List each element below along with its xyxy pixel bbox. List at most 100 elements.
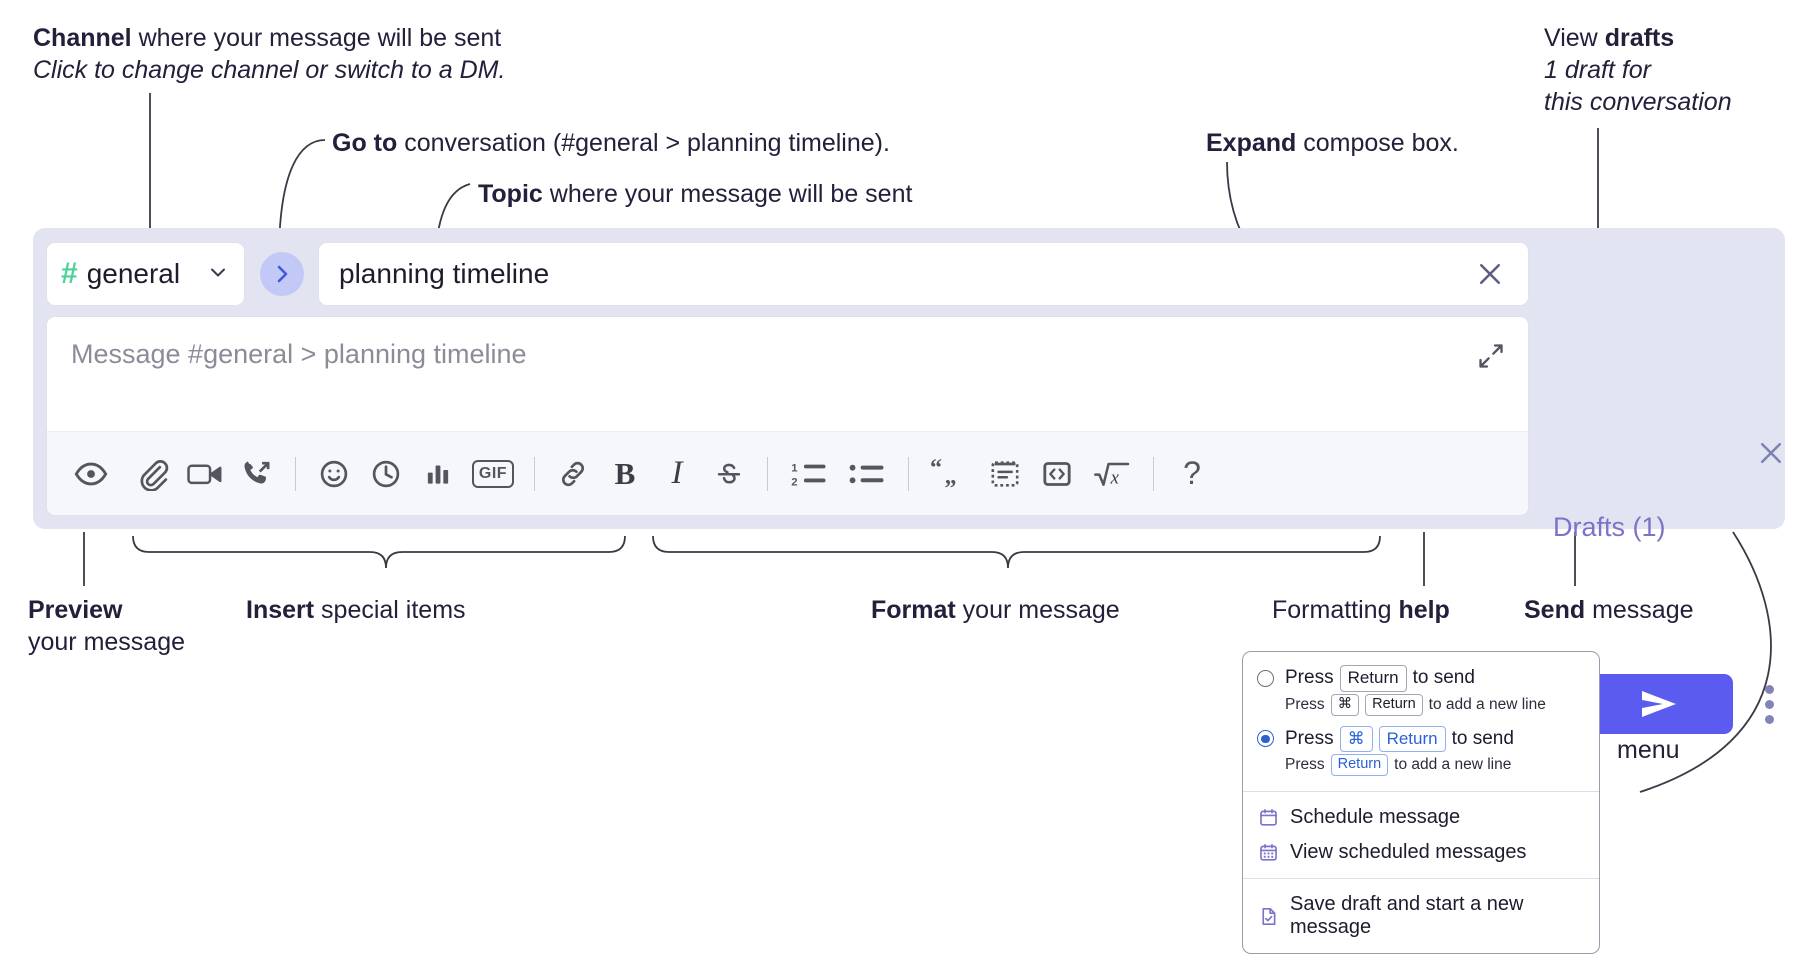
format-toolbar: GIF B I <box>47 431 1528 515</box>
schedule-button[interactable] <box>360 448 412 500</box>
channel-name: general <box>86 258 181 289</box>
svg-text:2: 2 <box>791 476 797 488</box>
clear-topic-button[interactable] <box>1470 254 1510 294</box>
toolbar-divider <box>534 456 535 491</box>
bulleted-list-button[interactable] <box>838 448 896 500</box>
chevron-down-icon <box>206 260 230 289</box>
annotation-send-rest: message <box>1585 596 1694 624</box>
annotation-send: Send message <box>1524 594 1694 626</box>
annotation-help-rest: Formatting <box>1272 596 1399 624</box>
menu-item-label: Save draft and start a new message <box>1290 893 1524 938</box>
annotation-goto-rest: conversation (#general > planning timeli… <box>397 129 890 157</box>
record-video-clip-button[interactable] <box>179 448 231 500</box>
compose-options-button[interactable] <box>1756 680 1782 728</box>
menu-divider <box>1243 791 1599 792</box>
svg-text:„: „ <box>945 463 957 489</box>
key-return: Return <box>1378 725 1446 753</box>
message-input[interactable]: Message #general > planning timeline <box>47 317 1528 432</box>
ordered-list-icon: 1 2 <box>791 462 826 488</box>
send-option-cmd-return-text: Press ⌘ Return to send <box>1285 725 1514 753</box>
eye-icon <box>74 462 108 485</box>
menu-item-view-scheduled-messages[interactable]: View scheduled messages <box>1243 835 1599 870</box>
expand-compose-button[interactable] <box>1470 335 1512 377</box>
toolbar-divider <box>908 456 909 491</box>
math-button[interactable]: x <box>1083 448 1141 500</box>
link-button[interactable] <box>547 448 599 500</box>
option-sub-suffix: to add a new line <box>1394 756 1512 774</box>
italic-button[interactable]: I <box>651 448 703 500</box>
compose-panel: Drafts (1) # general <box>33 228 1785 734</box>
annotation-drafts-line3: this conversation <box>1544 88 1732 116</box>
strikethrough-icon <box>717 463 741 484</box>
gif-button[interactable]: GIF <box>464 448 522 500</box>
phone-forward-icon <box>244 461 270 484</box>
annotation-drafts-line2: 1 draft for <box>1544 56 1651 84</box>
expand-arrows-icon <box>1479 344 1503 368</box>
formatting-help-button[interactable]: ? <box>1166 448 1218 500</box>
send-paper-plane-icon <box>1642 691 1676 717</box>
preview-button[interactable] <box>65 448 117 500</box>
radio-cmd-return-selected[interactable] <box>1257 730 1274 748</box>
attach-file-button[interactable] <box>127 448 179 500</box>
annotation-expand: Expand compose box. <box>1206 127 1459 159</box>
send-option-return-text: Press Return to send <box>1285 665 1475 692</box>
close-panel-button[interactable] <box>1750 432 1792 474</box>
menu-item-schedule-message[interactable]: Schedule message <box>1243 800 1599 835</box>
send-option-cmd-return[interactable]: Press ⌘ Return to send <box>1243 723 1599 754</box>
annotation-topic: Topic where your message will be sent <box>478 178 912 210</box>
drafts-link[interactable]: Drafts (1) <box>1553 512 1666 542</box>
option-sub-prefix: Press <box>1285 695 1325 713</box>
close-icon <box>1761 443 1781 463</box>
blockquote-icon: “ „ <box>930 458 957 489</box>
menu-divider <box>1243 878 1599 879</box>
emoji-button[interactable] <box>308 448 360 500</box>
svg-text:“: “ <box>930 458 942 481</box>
close-icon <box>1480 264 1500 284</box>
key-command: ⌘ <box>1330 693 1360 716</box>
strikethrough-button[interactable] <box>703 448 755 500</box>
svg-text:1: 1 <box>791 462 798 474</box>
menu-item-label: View scheduled messages <box>1290 841 1527 863</box>
message-placeholder: Message #general > planning timeline <box>71 339 527 369</box>
code-block-button[interactable] <box>979 448 1031 500</box>
annotation-channel-rest: where your message will be sent <box>131 24 502 52</box>
goto-conversation-button[interactable] <box>260 252 304 296</box>
conversation-row: # general planning timeline <box>46 242 1529 306</box>
file-check-icon <box>1257 905 1279 927</box>
link-icon <box>561 461 585 486</box>
annotation-expand-rest: compose box. <box>1296 129 1459 157</box>
compose-options-menu: Press Return to send Press ⌘ Return to a… <box>1242 651 1600 954</box>
poll-button[interactable] <box>412 448 464 500</box>
chevron-right-icon <box>277 265 288 283</box>
toolbar-divider <box>1153 456 1154 491</box>
gif-icon: GIF <box>471 459 515 488</box>
annotation-channel-italic: Click to change channel or switch to a D… <box>33 56 506 84</box>
key-return: Return <box>1339 665 1407 692</box>
channel-selector[interactable]: # general <box>46 242 245 306</box>
send-option-return[interactable]: Press Return to send <box>1243 662 1599 693</box>
clock-icon <box>372 460 400 487</box>
annotation-format-bold: Format <box>871 596 956 624</box>
topic-field[interactable]: planning timeline <box>318 242 1529 306</box>
ordered-list-button[interactable]: 1 2 <box>780 448 838 500</box>
send-button[interactable] <box>1585 674 1733 734</box>
vertical-dots-icon-dot <box>1764 714 1774 724</box>
italic-icon: I <box>671 455 683 491</box>
annotation-expand-bold: Expand <box>1206 129 1297 157</box>
key-return: Return <box>1330 754 1389 776</box>
inline-code-button[interactable] <box>1031 448 1083 500</box>
annotation-drafts: View drafts 1 draft for this conversatio… <box>1544 22 1732 118</box>
blockquote-button[interactable]: “ „ <box>921 448 979 500</box>
annotation-topic-rest: where your message will be sent <box>542 180 913 208</box>
radio-return-unselected[interactable] <box>1257 669 1274 687</box>
annotation-send-bold: Send <box>1524 596 1586 624</box>
emoji-smiley-icon <box>320 460 348 487</box>
annotation-insert: Insert special items <box>246 594 466 626</box>
menu-item-save-draft[interactable]: Save draft and start a new message <box>1243 887 1599 945</box>
bold-button[interactable]: B <box>599 448 651 500</box>
annotation-topic-bold: Topic <box>478 180 543 208</box>
key-command: ⌘ <box>1339 725 1373 753</box>
record-audio-clip-button[interactable] <box>231 448 283 500</box>
annotation-drafts-bold: drafts <box>1604 24 1675 52</box>
topic-value: planning timeline <box>339 258 550 289</box>
